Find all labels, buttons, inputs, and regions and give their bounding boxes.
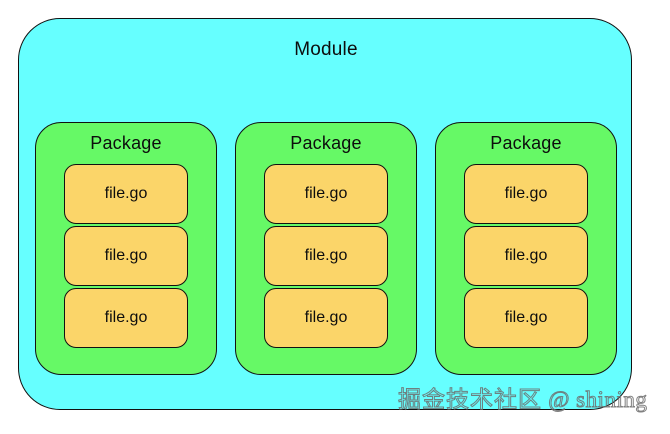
file-box-3-2: file.go: [464, 226, 588, 286]
package-label-1: Package: [90, 133, 162, 153]
file-box-1-3: file.go: [64, 288, 188, 348]
file-box-2-2: file.go: [264, 226, 388, 286]
module-label: Module: [294, 39, 358, 60]
package-container-2: Package file.go file.go file.go: [235, 122, 417, 375]
package-label-2: Package: [290, 133, 362, 153]
file-box-2-3: file.go: [264, 288, 388, 348]
file-box-1-1: file.go: [64, 164, 188, 224]
package-label-3: Package: [490, 133, 562, 153]
file-stack-2: file.go file.go file.go: [264, 164, 388, 348]
package-container-3: Package file.go file.go file.go: [435, 122, 617, 375]
package-container-1: Package file.go file.go file.go: [35, 122, 217, 375]
file-stack-3: file.go file.go file.go: [464, 164, 588, 348]
file-box-3-1: file.go: [464, 164, 588, 224]
packages-row: Package file.go file.go file.go Package …: [35, 122, 617, 375]
file-box-3-3: file.go: [464, 288, 588, 348]
module-container: Module Package file.go file.go file.go P…: [18, 18, 632, 410]
file-box-2-1: file.go: [264, 164, 388, 224]
file-stack-1: file.go file.go file.go: [64, 164, 188, 348]
file-box-1-2: file.go: [64, 226, 188, 286]
